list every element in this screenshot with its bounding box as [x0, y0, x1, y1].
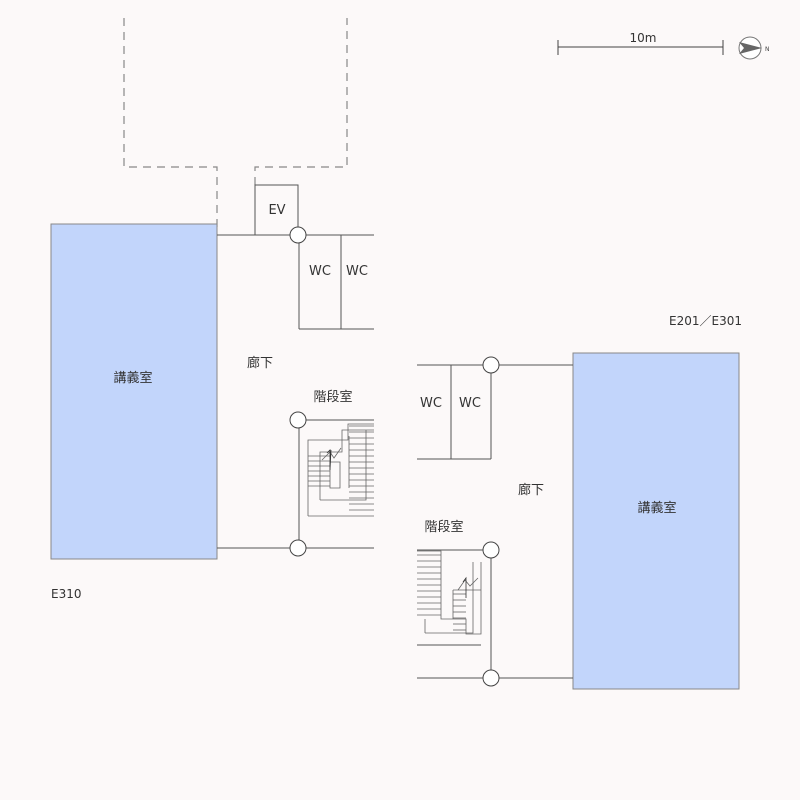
north-letter: N	[765, 46, 770, 53]
building-code-e201: E201／E301	[669, 314, 742, 328]
lecture-room-e201-label: 講義室	[637, 500, 676, 516]
wc-e201-1-label: WC	[420, 396, 442, 411]
column-node	[289, 226, 307, 244]
column-node	[289, 411, 307, 429]
corridor-e201-label: 廊下	[518, 482, 544, 498]
wc-e310-1-label: WC	[309, 264, 331, 279]
north-arrow-icon: N	[738, 36, 770, 60]
building-code-e310: E310	[51, 587, 82, 601]
scale-label: 10m	[630, 31, 657, 45]
column-node	[482, 541, 500, 559]
scale-bar: 10m	[557, 31, 724, 55]
lecture-room-e310-label: 講義室	[113, 370, 152, 386]
lecture-room-e201	[572, 352, 740, 690]
wc-e201-2-label: WC	[459, 396, 481, 411]
column-node	[482, 356, 500, 374]
column-node	[289, 539, 307, 557]
walls-e310	[217, 184, 374, 549]
stairwell-e201-label: 階段室	[424, 519, 463, 535]
column-node	[482, 669, 500, 687]
stairs-e201	[417, 550, 482, 635]
wc-e310-2-label: WC	[346, 264, 368, 279]
stairs-e310	[307, 423, 374, 517]
stairwell-e310-label: 階段室	[313, 389, 352, 405]
elevator-label: EV	[268, 203, 285, 218]
lecture-room-e310	[50, 223, 218, 560]
corridor-e310-label: 廊下	[247, 355, 273, 371]
adjacent-building-outline	[123, 18, 348, 228]
